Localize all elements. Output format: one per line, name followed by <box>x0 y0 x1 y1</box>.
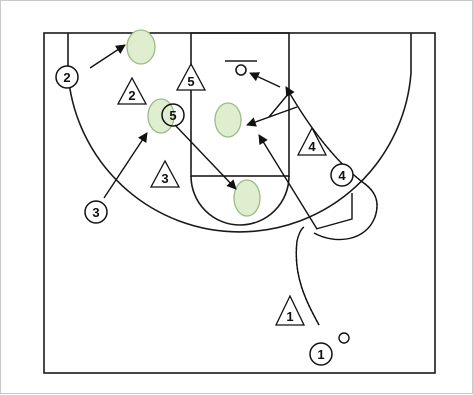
offense-player-5: 5 <box>161 103 185 127</box>
offense-player-5-label: 5 <box>169 108 176 123</box>
pass-arrow-post <box>246 106 298 127</box>
offense-players: 1 2 3 4 5 <box>55 65 354 366</box>
zone-spot-corner <box>126 29 156 65</box>
cut-arrow-2 <box>89 44 126 69</box>
offense-player-1: 1 <box>309 342 333 366</box>
defender-2: 2 <box>116 76 148 105</box>
pass-arrow-rim <box>249 72 281 88</box>
defender-4: 4 <box>296 126 328 156</box>
dribble-path-1 <box>295 226 320 326</box>
offense-player-1-label: 1 <box>317 347 324 362</box>
rim <box>235 64 247 76</box>
dribble-waves <box>295 128 378 326</box>
defender-3: 3 <box>149 159 181 188</box>
screen-line-4 <box>315 193 353 230</box>
defender-1: 1 <box>274 294 306 326</box>
zone-spot-high-post <box>233 179 261 217</box>
movement-lines <box>89 44 378 326</box>
defense-players: 1 2 3 4 5 <box>116 62 328 326</box>
dribble-wave-1 <box>295 240 320 326</box>
free-throw-circle <box>190 175 290 226</box>
defender-1-label: 1 <box>286 309 293 324</box>
dribble-path-4 <box>285 86 378 241</box>
defender-5-label: 5 <box>187 74 194 89</box>
ball-icon <box>338 332 350 344</box>
offense-player-4: 4 <box>330 163 354 187</box>
defender-5: 5 <box>175 62 207 91</box>
offense-player-3-label: 3 <box>92 205 99 220</box>
defender-4-label: 4 <box>308 139 316 154</box>
zone-spots <box>126 29 261 217</box>
paint-lane <box>190 32 290 177</box>
offense-player-4-label: 4 <box>338 168 346 183</box>
three-point-arc <box>67 33 412 233</box>
cut-arrow-3 <box>103 132 148 199</box>
offense-player-3: 3 <box>84 200 108 224</box>
zone-spot-block <box>214 102 242 138</box>
offense-player-2-label: 2 <box>63 70 70 85</box>
cut-arrow-1 <box>258 134 318 230</box>
defender-3-label: 3 <box>161 171 168 186</box>
cut-arrow-5 <box>174 124 237 190</box>
offense-player-2: 2 <box>55 65 79 89</box>
defender-2-label: 2 <box>128 88 135 103</box>
half-court <box>43 32 436 374</box>
